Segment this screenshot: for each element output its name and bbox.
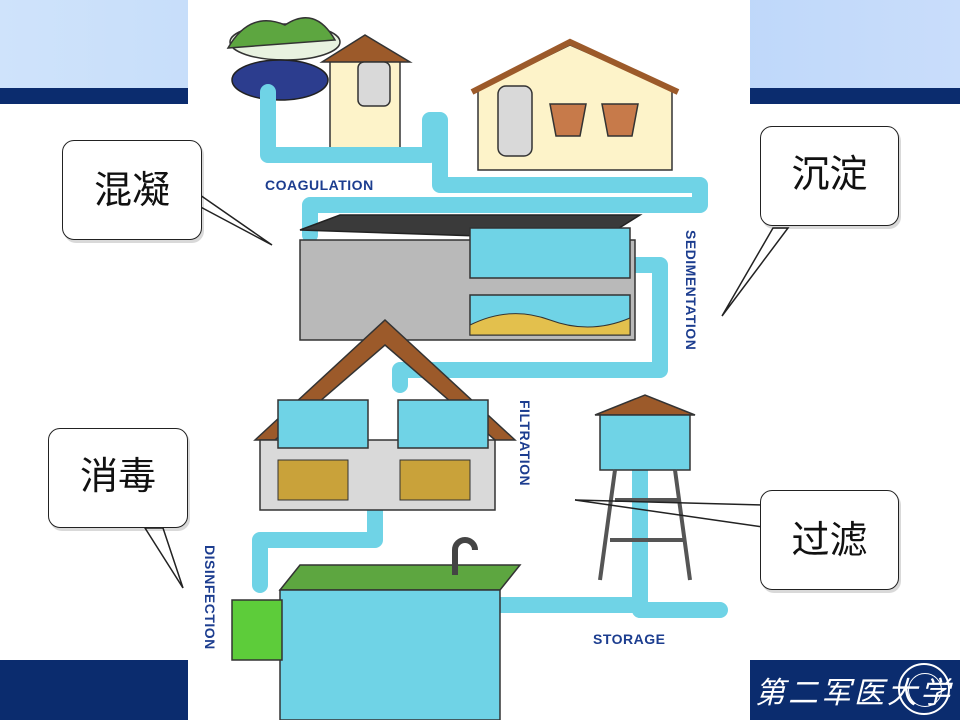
callout-sedimentation: 沉淀	[760, 126, 899, 226]
callout-disinfection-text: 消毒	[79, 454, 156, 498]
callout-disinfection: 消毒	[48, 428, 188, 528]
callout-coagulation: 混凝	[62, 140, 202, 240]
water-tower	[594, 394, 696, 581]
callout-filtration: 过滤	[760, 490, 899, 590]
callout-pointers	[143, 194, 790, 589]
callout-sedimentation-text: 沉淀	[791, 152, 868, 196]
label-disinfection: DISINFECTION	[202, 545, 218, 650]
label-coagulation: COAGULATION	[265, 177, 374, 193]
filtration-house	[253, 318, 517, 511]
label-storage: STORAGE	[593, 631, 665, 647]
callout-coagulation-text: 混凝	[93, 168, 170, 212]
sedimentation-house	[470, 38, 680, 171]
label-filtration: FILTRATION	[517, 400, 533, 486]
university-seal-icon	[898, 663, 950, 715]
storage-reservoir	[231, 537, 522, 720]
callout-filtration-text: 过滤	[791, 518, 868, 562]
cloud-icon	[226, 17, 341, 61]
label-sedimentation: SEDIMENTATION	[683, 230, 699, 350]
water-pipes	[252, 84, 728, 618]
source-lake	[231, 59, 329, 101]
sedimentation-basin	[299, 214, 643, 341]
coagulation-house	[319, 34, 413, 161]
